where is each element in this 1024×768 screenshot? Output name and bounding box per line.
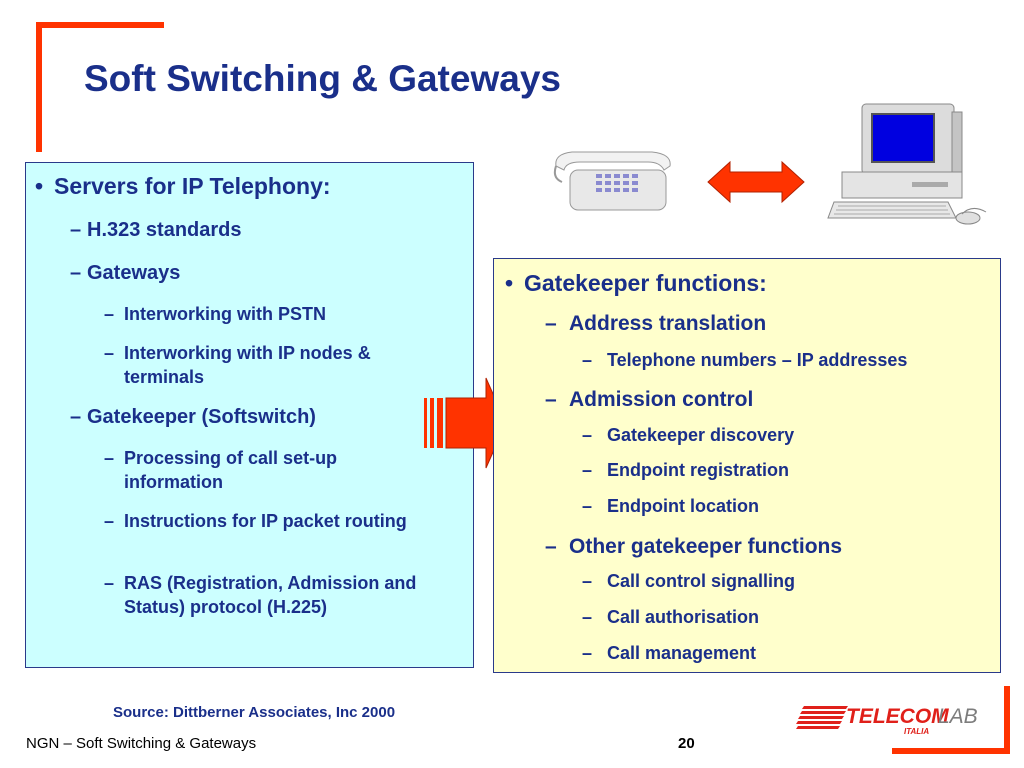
source-citation: Source: Dittberner Associates, Inc 2000: [113, 704, 396, 721]
dash: –: [70, 219, 82, 241]
dash: –: [582, 607, 593, 627]
left-subitem: Interworking with IP nodes & terminals: [124, 343, 371, 387]
dash: –: [582, 643, 593, 663]
gatekeeper-panel: [493, 258, 1001, 673]
left-subitem: Processing of call set-up information: [124, 448, 338, 492]
page-number: 20: [678, 735, 695, 752]
dash: –: [545, 388, 557, 411]
dash: –: [104, 573, 115, 593]
computer-icon: [827, 103, 987, 225]
telephone-icon: [553, 151, 671, 211]
bottom-right-bracket-vertical: [1004, 686, 1010, 754]
dash: –: [582, 496, 593, 516]
left-subitem: Instructions for IP packet routing: [124, 511, 407, 531]
left-item: H.323 standards: [87, 219, 242, 241]
servers-panel: [25, 162, 474, 668]
footer-text: NGN – Soft Switching & Gateways: [26, 735, 257, 752]
left-item: Gateways: [87, 262, 181, 284]
right-subitem: Endpoint registration: [607, 460, 789, 480]
logo-suffix: LAB: [938, 705, 978, 728]
dash: –: [582, 460, 593, 480]
left-bullet: •: [35, 173, 44, 199]
double-arrow-icon: [707, 160, 805, 204]
bottom-right-bracket-horizontal: [892, 748, 1010, 754]
dash: –: [104, 343, 115, 363]
left-subitem: Interworking with PSTN: [124, 304, 327, 324]
dash: –: [70, 406, 82, 428]
logo-name: TELECOM: [846, 705, 949, 728]
right-subitem: Call authorisation: [607, 607, 760, 627]
dash: –: [582, 350, 593, 370]
left-item: Gatekeeper (Softswitch): [87, 406, 316, 428]
right-subitem: Endpoint location: [607, 496, 759, 516]
dash: –: [104, 511, 115, 531]
right-item: Admission control: [569, 388, 754, 411]
slide-title: Soft Switching & Gateways: [84, 58, 561, 99]
dash: –: [545, 312, 557, 335]
right-subitem: Gatekeeper discovery: [607, 425, 795, 445]
right-bullet: •: [505, 270, 514, 296]
right-subitem: Call management: [607, 643, 757, 663]
dash: –: [104, 448, 115, 468]
right-heading: Gatekeeper functions:: [524, 270, 767, 296]
left-heading: Servers for IP Telephony:: [54, 173, 331, 199]
telecom-lab-logo: TELECOM LAB ITALIA: [796, 704, 986, 736]
dash: –: [70, 262, 82, 284]
right-item: Other gatekeeper functions: [569, 535, 843, 558]
right-subitem: Telephone numbers – IP addresses: [607, 350, 908, 370]
left-subitem: RAS (Registration, Admission and Status)…: [124, 573, 417, 617]
dash: –: [104, 304, 115, 324]
right-arrow-icon: [424, 377, 507, 469]
dash: –: [582, 425, 593, 445]
logo-sub: ITALIA: [904, 727, 930, 736]
dash: –: [545, 535, 557, 558]
top-left-bracket-horizontal: [36, 22, 164, 28]
logo-stripes-icon: [796, 706, 848, 729]
right-subitem: Call control signalling: [607, 571, 796, 591]
top-left-bracket-vertical: [36, 22, 42, 152]
right-item: Address translation: [569, 312, 767, 335]
dash: –: [582, 571, 593, 591]
